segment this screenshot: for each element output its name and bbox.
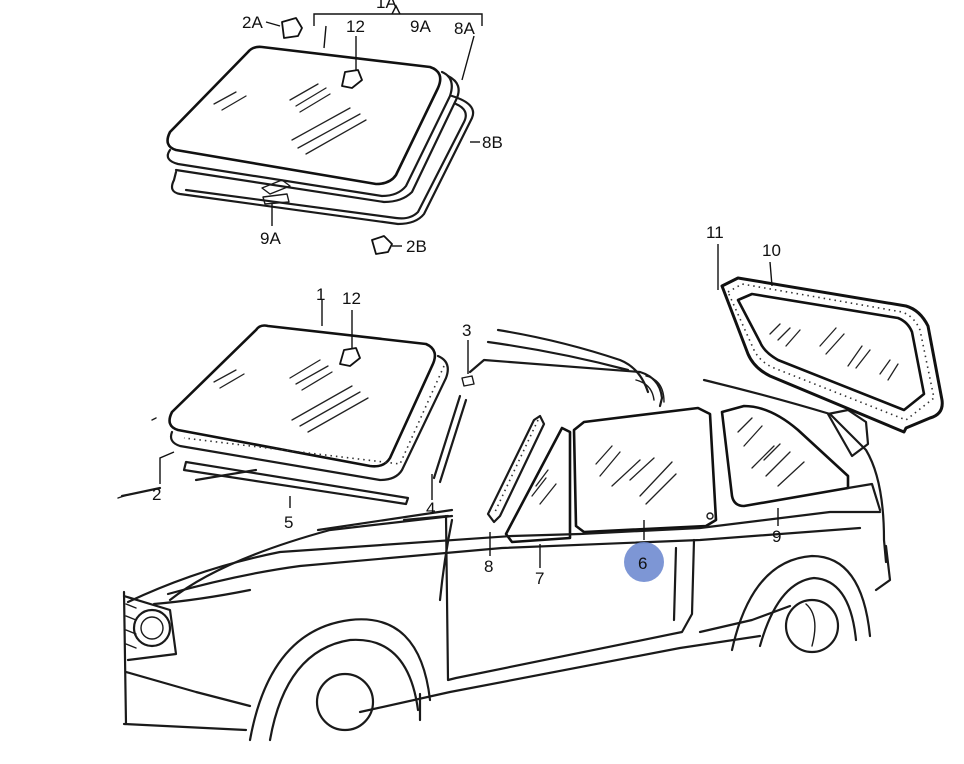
part-labels: 1A 2A 12 9A 8A 8B 9A 2B 1 12 3 11 10 2 5… [152,0,781,588]
label-9[interactable]: 9 [772,527,781,546]
label-8[interactable]: 8 [484,557,493,576]
label-2[interactable]: 2 [152,485,161,504]
label-3[interactable]: 3 [462,321,471,340]
label-2a[interactable]: 2A [242,13,263,32]
label-9a-top[interactable]: 9A [410,17,431,36]
label-8a[interactable]: 8A [454,19,475,38]
label-4[interactable]: 4 [426,499,435,518]
label-8b[interactable]: 8B [482,133,503,152]
leader-lines [159,244,779,568]
label-1a[interactable]: 1A [376,0,397,12]
car-body [117,324,892,742]
label-5[interactable]: 5 [284,513,293,532]
label-11[interactable]: 11 [706,223,724,242]
rear-window [720,276,944,434]
label-12[interactable]: 12 [342,289,361,308]
label-9a-bottom[interactable]: 9A [260,229,281,248]
label-12-top[interactable]: 12 [346,17,365,36]
windscreen-assembly-top [166,17,475,255]
label-6[interactable]: 6 [638,554,647,573]
label-2b[interactable]: 2B [406,237,427,256]
bracket-1a [313,13,483,26]
label-7[interactable]: 7 [535,569,544,588]
selected-part-marker[interactable] [624,542,664,582]
label-1[interactable]: 1 [316,285,325,304]
label-10[interactable]: 10 [762,241,781,260]
